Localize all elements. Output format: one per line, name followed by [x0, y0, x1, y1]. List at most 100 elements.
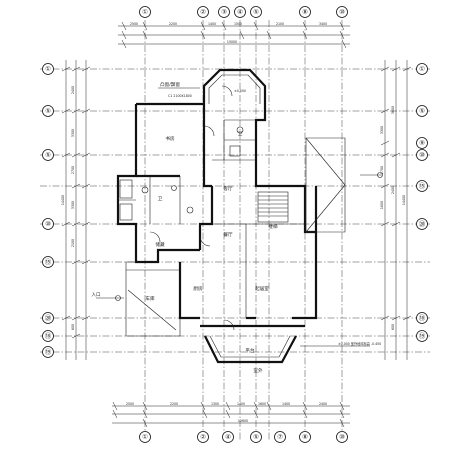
svg-text:⑨: ⑨ [419, 139, 425, 147]
axis-bubble-bottom-3: ④ [222, 431, 234, 443]
elevation-note: ±0.000 [234, 89, 246, 93]
vertical-axis-lines [144, 20, 343, 440]
room-label-terrace: 平台 [245, 347, 255, 354]
top-axis-bubbles: ① ② ③ ④ ⑤ ⑧ ⑩ [139, 6, 348, 18]
axis-bubble-left-6: ⑳ [42, 312, 54, 324]
axis-bubble-top-4: ④ [234, 6, 246, 18]
svg-text:⑤: ⑤ [253, 433, 259, 441]
svg-text:⑱: ⑱ [45, 332, 52, 340]
axis-bubble-top-5: ⑤ [250, 6, 262, 18]
svg-text:⑱: ⑱ [419, 314, 426, 322]
left-dim-2: 3300 [71, 129, 75, 137]
axis-bubble-left-5: ⑮ [42, 256, 54, 268]
right-dim-5: 1800 [380, 201, 384, 209]
svg-text:②: ② [200, 433, 206, 441]
exterior-walls [116, 68, 346, 364]
room-label-bath2: 卫 [158, 196, 163, 202]
room-label-storage: 储藏 [155, 241, 165, 248]
room-label-hall: 客厅 [223, 185, 233, 192]
room-label-dining: 餐厅 [223, 231, 233, 238]
axis-bubble-top-1: ① [139, 6, 151, 18]
bottom-total-dimension: 12600 [238, 419, 248, 423]
svg-text:⑲: ⑲ [419, 332, 426, 340]
svg-text:⑧: ⑧ [302, 8, 308, 16]
axis-bubble-bottom-5: ⑦ [274, 431, 286, 443]
svg-text:①: ① [142, 8, 148, 16]
section-note: ±0.000 室外地坪标高 -0.450 [338, 341, 381, 346]
axis-bubble-right-1: ① [416, 63, 428, 75]
svg-text:⑤: ⑤ [45, 107, 51, 115]
right-dim-3: 3300 [380, 126, 384, 134]
svg-text:⑧: ⑧ [302, 433, 308, 441]
top-dim-4: 1500 [234, 22, 242, 26]
door-swings [149, 85, 235, 331]
left-axis-bubbles: ① ⑤ ⑤ ⑩ ⑮ ⑳ ⑱ ⑲ [42, 63, 54, 358]
svg-text:⑩: ⑩ [419, 151, 425, 159]
window-code-label: C1 2100X1800 [168, 94, 192, 98]
top-dimension-chain: 2500 2200 1400 1500 2100 3400 15000 [118, 21, 350, 49]
right-axis-bubbles: ① ⑤ ⑨ ⑩ ⑮ ⑳ ⑱ ⑲ [416, 63, 428, 342]
svg-text:⑳: ⑳ [419, 220, 426, 228]
bottom-dimension-chain: 2500 2200 1300 1400 1600 1400 2400 12600 [112, 401, 350, 428]
svg-text:⑤: ⑤ [45, 151, 51, 159]
bay-window-label: 凸窗/飘窗 [160, 81, 180, 88]
axis-bubble-left-4: ⑩ [42, 218, 54, 230]
left-total-dimension: 14400 [61, 195, 65, 205]
left-dim-1: 2400 [71, 86, 75, 94]
top-dim-6: 3400 [319, 22, 327, 26]
room-label-stair: 楼梯 [268, 223, 278, 230]
right-dim-2: 2400 [391, 186, 395, 194]
svg-text:③: ③ [221, 8, 227, 16]
svg-text:④: ④ [237, 8, 243, 16]
top-dim-3: 1400 [208, 22, 216, 26]
bottom-dim-6: 1400 [282, 402, 290, 406]
svg-text:④: ④ [225, 433, 231, 441]
left-dim-5: 2100 [71, 239, 75, 247]
svg-text:⑤: ⑤ [253, 8, 259, 16]
bottom-dim-5: 1600 [258, 402, 266, 406]
axis-bubble-right-7: ⑱ [416, 312, 428, 324]
right-dim-6: 600 [391, 324, 395, 330]
top-dim-5: 2100 [276, 22, 284, 26]
axis-bubble-right-6: ⑳ [416, 218, 428, 230]
top-dim-1: 2500 [130, 22, 138, 26]
bottom-dim-1: 2500 [126, 402, 134, 406]
room-label-bath1: 卫 [238, 131, 243, 137]
bottom-axis-bubbles: ① ② ④ ⑤ ⑦ ⑧ ⑩ [139, 431, 348, 443]
svg-text:⑮: ⑮ [45, 258, 52, 266]
svg-text:①: ① [419, 65, 425, 73]
room-label-garage: 车库 [145, 295, 155, 302]
axis-bubble-top-7: ⑩ [336, 6, 348, 18]
room-label-study: 书房 [165, 135, 175, 142]
svg-text:①: ① [45, 65, 51, 73]
outdoor-label: 室外 [253, 367, 263, 374]
axis-bubble-left-8: ⑲ [42, 346, 54, 358]
plan-annotations: 凸窗/飘窗 C1 2100X1800 ±0.000 入口 ±0.000 室外地坪… [91, 81, 383, 374]
axis-bubble-top-2: ② [197, 6, 209, 18]
axis-bubble-right-4: ⑩ [416, 149, 428, 161]
left-dim-6: 600 [71, 324, 75, 330]
axis-bubble-top-6: ⑧ [299, 6, 311, 18]
axis-bubble-bottom-6: ⑧ [299, 431, 311, 443]
svg-text:⑦: ⑦ [277, 433, 283, 441]
svg-text:⑩: ⑩ [45, 220, 51, 228]
axis-bubble-left-2: ⑤ [42, 105, 54, 117]
svg-text:⑩: ⑩ [339, 433, 345, 441]
left-dim-4: 3300 [71, 201, 75, 209]
svg-text:②: ② [200, 8, 206, 16]
bottom-dim-3: 1300 [211, 402, 219, 406]
axis-bubble-right-8: ⑲ [416, 330, 428, 342]
svg-text:①: ① [142, 433, 148, 441]
bottom-dim-2: 2200 [170, 402, 178, 406]
top-dim-2: 2200 [169, 22, 177, 26]
room-labels: 书房 卫 卫 客厅 餐厅 楼梯 厨房 起居室 车库 平台 储藏 [145, 131, 278, 354]
right-dimension-chain: 14400 3600 2400 3300 2700 1800 600 [380, 60, 412, 360]
axis-bubble-right-3: ⑨ [416, 137, 428, 149]
left-dimension-chain: 14400 2400 3300 2700 3300 2100 600 [61, 60, 91, 360]
left-dim-3: 2700 [71, 166, 75, 174]
svg-text:⑩: ⑩ [339, 8, 345, 16]
horizontal-axis-lines [40, 68, 430, 353]
axis-bubble-top-3: ③ [218, 6, 230, 18]
